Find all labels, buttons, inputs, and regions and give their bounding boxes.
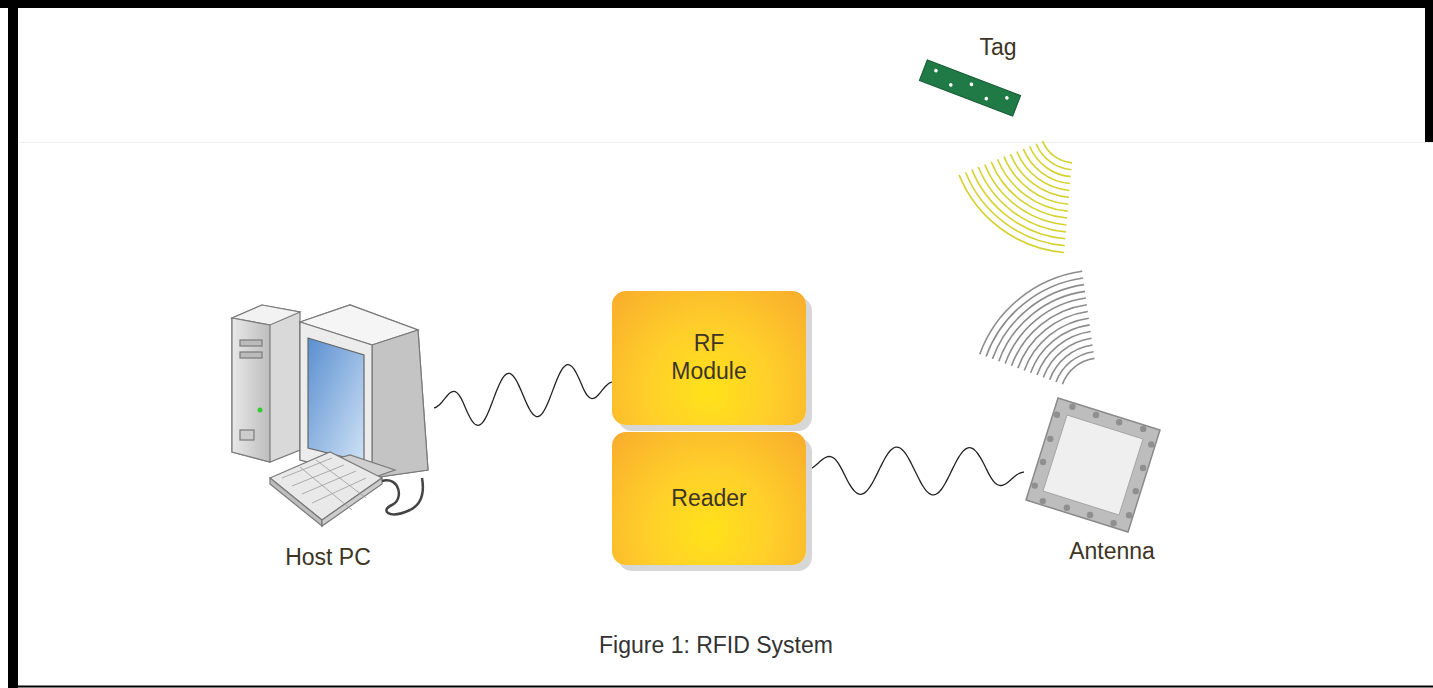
part-label: Tag — [979, 34, 1016, 62]
box-label: RF Module — [659, 330, 759, 385]
radio-waves — [959, 141, 1094, 384]
process-box: RF Module — [612, 291, 806, 425]
cable — [434, 365, 612, 426]
figure-caption: Figure 1: RFID System — [599, 632, 833, 659]
tag-illustration — [919, 60, 1020, 116]
cable — [806, 447, 1024, 495]
process-box: Reader — [612, 432, 806, 565]
host-pc: Host PC — [222, 298, 434, 580]
part-label: Host PC — [285, 544, 371, 572]
frame-bar — [0, 0, 1433, 8]
frame-line — [18, 142, 1433, 143]
tag: Tag — [915, 30, 1035, 125]
part-label: Antenna — [1069, 538, 1155, 566]
antenna-illustration — [1026, 398, 1160, 532]
antenna: Antenna — [1024, 394, 1166, 566]
computer-illustration — [232, 305, 428, 526]
frame-bar — [8, 0, 18, 688]
frame-bar — [1425, 0, 1433, 142]
frame-line — [18, 686, 1433, 688]
box-label: Reader — [671, 485, 746, 513]
